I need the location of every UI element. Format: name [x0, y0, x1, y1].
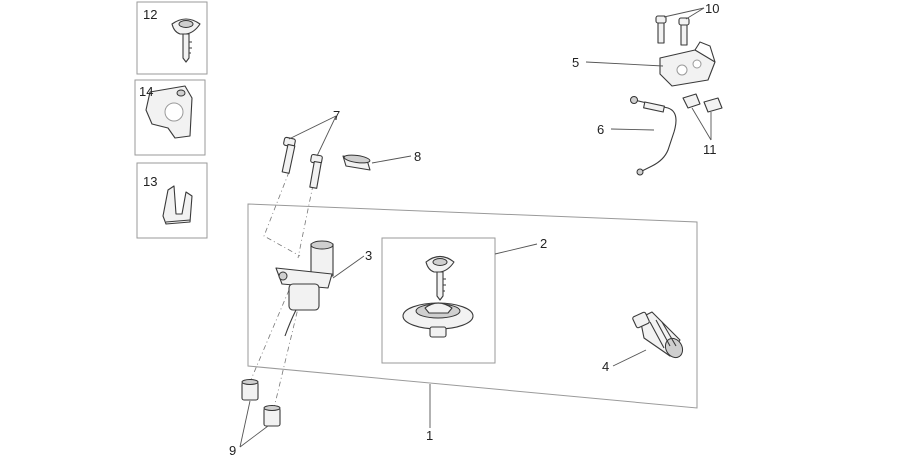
callout-10: 10: [705, 1, 719, 16]
screw-part: [309, 153, 323, 189]
clip-part: [162, 185, 193, 225]
leader-lines: [239, 7, 712, 448]
inset-box-key-blank: [136, 1, 208, 75]
clip-nut-part: [703, 97, 723, 113]
callout-labels: 1 2 3 4 5 6 7 8 9 10 11 12 13 14: [139, 1, 719, 457]
lock-bracket-part: [659, 41, 716, 87]
bushing-part: [241, 379, 259, 401]
mounting-plate-part: [145, 85, 193, 139]
bolt-part: [655, 15, 667, 44]
callout-11: 11: [703, 142, 717, 157]
bolt-part: [678, 17, 690, 46]
assembly-lines: [249, 171, 314, 409]
callout-8: 8: [414, 149, 421, 164]
kit-key-part: [425, 255, 455, 301]
callout-9: 9: [229, 443, 236, 457]
callout-14: 14: [139, 84, 153, 99]
lock-cylinder-part: [632, 311, 684, 359]
callout-6: 6: [597, 122, 604, 137]
fuel-cap-part: [402, 302, 474, 338]
key-blank-part: [171, 18, 201, 63]
callout-7: 7: [333, 108, 340, 123]
inset-box-mounting-plate: [134, 79, 206, 156]
clip-nut-part: [682, 93, 701, 109]
callout-13: 13: [143, 174, 157, 189]
callout-4: 4: [602, 359, 609, 374]
callout-2: 2: [540, 236, 547, 251]
ring-nut-part: [342, 154, 371, 171]
callout-5: 5: [572, 55, 579, 70]
callout-12: 12: [143, 7, 157, 22]
bushing-part: [263, 405, 281, 427]
callout-1: 1: [426, 428, 433, 443]
screw-part: [281, 136, 296, 174]
callout-3: 3: [365, 248, 372, 263]
inset-box-clip: [136, 162, 208, 239]
ignition-lock-part: [275, 240, 334, 337]
release-cable-part: [630, 96, 677, 176]
